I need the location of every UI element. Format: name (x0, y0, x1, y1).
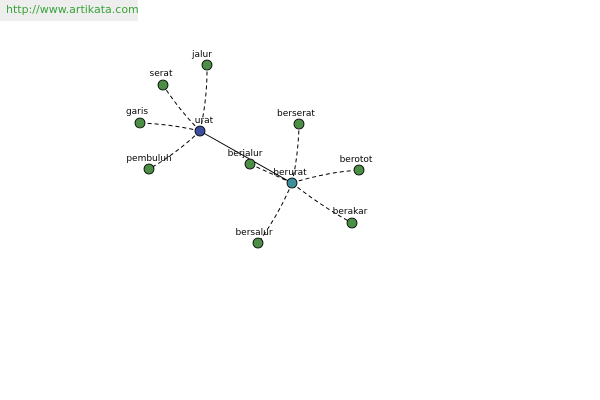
node-bersalur[interactable]: bersalur (235, 228, 273, 249)
node-label-jalur[interactable]: jalur (191, 50, 212, 60)
node-label-urat[interactable]: urat (195, 116, 214, 126)
node-circle-berserat[interactable] (293, 118, 305, 130)
edge-berurat-berserat (291, 123, 300, 184)
node-circle-garis[interactable] (134, 117, 146, 129)
node-circle-jalur[interactable] (201, 59, 213, 71)
node-urat[interactable]: urat (194, 116, 214, 137)
node-label-berserat[interactable]: berserat (277, 109, 315, 119)
nodes-layer: urat berurat jalur serat garis pembuluh berjal… (126, 50, 373, 249)
node-circle-berotot[interactable] (353, 164, 365, 176)
edge-urat-serat (162, 84, 201, 132)
node-label-serat[interactable]: serat (150, 69, 173, 79)
edge-berurat-berakar (291, 182, 353, 224)
edge-urat-berurat (199, 130, 293, 184)
node-circle-berurat[interactable] (286, 177, 298, 189)
node-jalur[interactable]: jalur (191, 50, 213, 71)
node-circle-urat[interactable] (194, 125, 206, 137)
node-label-bersalur[interactable]: bersalur (235, 228, 272, 238)
node-garis[interactable]: garis (126, 107, 148, 129)
edge-urat-garis (139, 122, 201, 132)
node-circle-berjalur[interactable] (244, 158, 256, 170)
node-circle-bersalur[interactable] (252, 237, 264, 249)
node-berakar[interactable]: berakar (333, 207, 368, 229)
node-label-berjalur[interactable]: berjalur (228, 149, 263, 159)
node-label-berotot[interactable]: berotot (340, 155, 373, 165)
node-berurat[interactable]: berurat (273, 168, 307, 189)
source-url-link[interactable]: http://www.artikata.com (0, 0, 139, 21)
node-label-pembuluh[interactable]: pembuluh (126, 154, 171, 164)
node-berjalur[interactable]: berjalur (228, 149, 263, 170)
node-label-garis[interactable]: garis (126, 107, 148, 117)
node-label-berakar[interactable]: berakar (333, 207, 368, 217)
node-berotot[interactable]: berotot (340, 155, 373, 176)
node-berserat[interactable]: berserat (277, 109, 315, 130)
node-serat[interactable]: serat (150, 69, 173, 91)
node-label-berurat[interactable]: berurat (273, 168, 307, 178)
node-pembuluh[interactable]: pembuluh (126, 154, 172, 175)
node-circle-serat[interactable] (157, 79, 169, 91)
node-circle-berakar[interactable] (346, 217, 358, 229)
node-circle-pembuluh[interactable] (143, 163, 155, 175)
